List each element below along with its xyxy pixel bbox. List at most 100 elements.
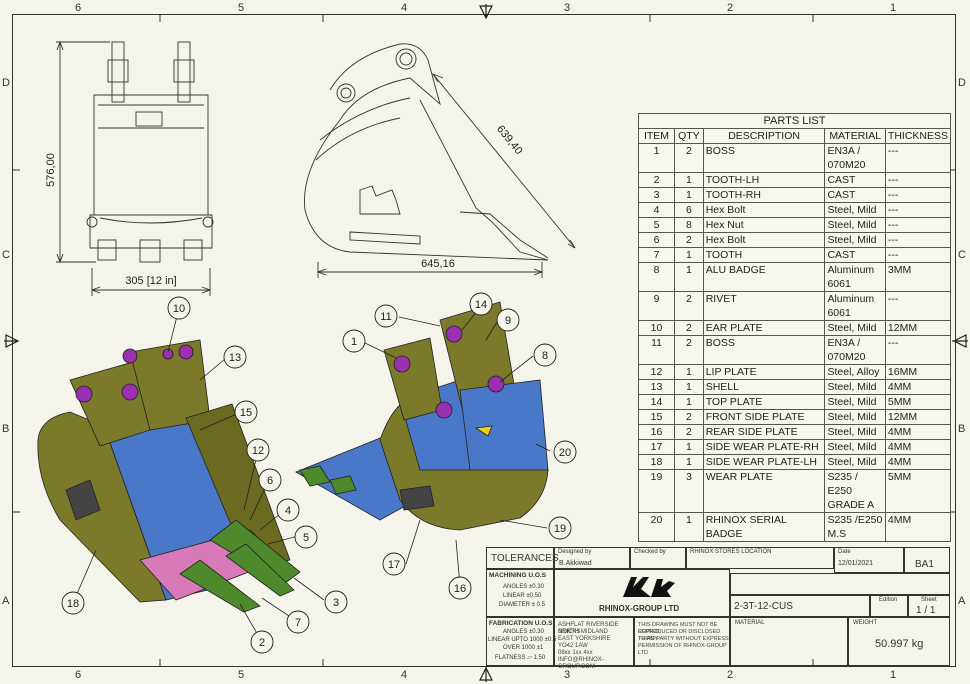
zone-right-d: D [958,77,966,89]
balloon-11 [374,304,398,328]
balloon-3 [324,590,348,614]
zone-top-1: 1 [890,2,897,14]
rhinox-logo [623,577,675,597]
cell-mat: Aluminum 6061 [824,262,886,292]
fabrication-line-1: ANGLES ±0.30 [503,629,544,635]
zone-top-4: 4 [401,2,408,14]
machining-line-1: ANGLES ±0.30 [503,584,544,590]
balloon-label-19: 19 [554,523,566,535]
balloon-10 [167,296,191,320]
cell-thk: --- [884,291,952,321]
dim-height: 576,00 [45,153,57,187]
cell-thk: --- [884,187,952,203]
blank-box [730,573,950,595]
cell-thk: 4MM [884,424,952,440]
front-view [56,40,214,296]
tolerances-label: TOLERANCES [491,553,559,564]
material-label: MATERIAL [735,620,765,626]
cell-desc: TOP PLATE [702,394,826,410]
balloon-2 [250,630,274,654]
fabrication-title: FABRICATION U.O.S [489,620,553,627]
zone-right-b: B [958,423,966,435]
cell-desc: Hex Bolt [702,202,826,218]
cell-desc: SIDE WEAR PLATE-RH [702,439,826,455]
cell-mat: Steel, Mild [824,454,886,470]
address-box: ASHFLAT RIVERSIDE BRICKS NORTH MIDLAND E… [554,617,634,670]
cell-item: 9 [637,291,676,321]
balloon-label-14: 14 [475,299,487,311]
cell-mat: Steel, Mild [824,202,886,218]
cell-qty: 2 [674,291,704,321]
checked-by-label: Checked by [634,549,666,555]
sheet-box: Sheet 1 / 1 [908,595,950,617]
balloon-label-17: 17 [388,559,400,571]
iso-view-left [37,339,301,613]
weight-value: 50.997 kg [875,638,924,650]
notice-line-2: REPRODUCED OR DISCLOSED TO ANY [638,629,721,642]
cell-qty: 1 [674,247,704,263]
balloon-17 [382,552,406,576]
cell-desc: Hex Bolt [702,232,826,248]
cell-thk: 5MM [884,394,952,410]
notice-box: THIS DRAWING MUST NOT BE COPIED, REPRODU… [634,617,730,666]
address-line-6: INFO@RHINOX-GROUP.COM [558,657,604,670]
designed-by-value: B.Akkiwad [559,560,592,567]
cell-item: 2 [637,172,676,188]
cell-qty: 1 [674,439,704,455]
cell-qty: 2 [674,409,704,425]
fabrication-box: FABRICATION U.O.S ANGLES ±0.30 LINEAR UP… [486,617,557,666]
balloon-label-20: 20 [559,447,571,459]
sheet-value: 1 / 1 [916,605,936,616]
col-description: DESCRIPTION [702,128,826,144]
cell-desc: RHINOX SERIAL BADGE [702,512,826,542]
balloon-labels: 1 2 3 4 5 6 7 8 9 10 11 12 13 14 15 16 1… [67,299,571,649]
balloon-20 [553,440,577,464]
cell-qty: 6 [674,202,704,218]
zone-top-2: 2 [727,2,734,14]
balloon-label-11: 11 [380,311,391,323]
cell-mat: Steel, Mild [824,217,886,233]
cell-item: 11 [637,335,676,365]
cell-mat: Aluminum 6061 [824,291,886,321]
cell-thk: 3MM [884,262,952,292]
side-view [304,43,576,278]
part-number-box: 2-3T-12-CUS [730,595,870,617]
cell-thk: 4MM [884,454,952,470]
zone-bottom-2: 2 [727,669,734,681]
balloon-label-12: 12 [252,445,264,457]
cell-desc: EAR PLATE [702,320,826,336]
cell-thk: --- [884,335,952,365]
balloon-16 [448,576,472,600]
cell-qty: 2 [674,232,704,248]
cell-item: 8 [637,262,676,292]
balloon-7 [286,610,310,634]
balloon-label-7: 7 [295,617,301,629]
cell-item: 14 [637,394,676,410]
zone-bottom-3: 3 [564,669,571,681]
balloon-label-18: 18 [67,598,79,610]
cell-thk: 4MM [884,379,952,395]
zone-bottom-6: 6 [75,669,82,681]
cell-desc: TOOTH-LH [702,172,826,188]
item-balloons [61,292,577,654]
location-box: RHINOX STORES LOCATION [686,547,834,569]
cell-thk: 12MM [884,320,952,336]
cell-qty: 1 [674,454,704,470]
cell-thk: --- [884,217,952,233]
notice-line-3: THIRD PARTY WITHOUT EXPRESS [638,636,729,642]
cell-qty: 8 [674,217,704,233]
fabrication-line-2: LINEAR UPTO 1000 ±0.5 [488,637,557,643]
weight-box: WEIGHT 50.997 kg [848,617,950,666]
cell-desc: FRONT SIDE PLATE [702,409,826,425]
cell-thk: 4MM [884,439,952,455]
cell-item: 13 [637,379,676,395]
parts-list-title: PARTS LIST [638,113,951,129]
cell-mat: EN3A / 070M20 [824,143,886,173]
cell-mat: Steel, Mild [824,409,886,425]
